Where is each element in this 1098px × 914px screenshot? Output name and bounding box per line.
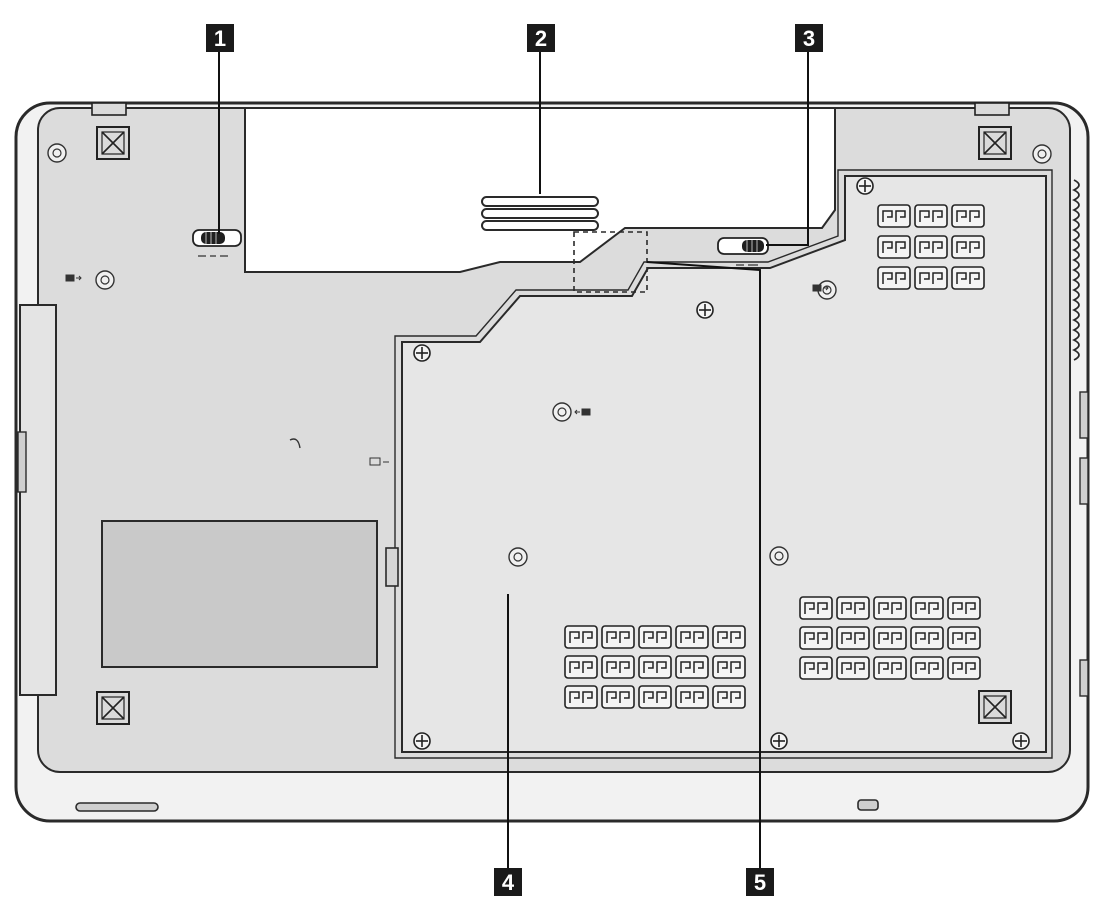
- engraved-markings: [65, 274, 829, 466]
- callout-5: 5: [746, 868, 774, 896]
- vent-grille-upper-right: [877, 204, 985, 290]
- battery-latch-spring-icon: [717, 237, 769, 266]
- rubber-foot-icon: [978, 690, 1012, 724]
- screw-boss-icon: [508, 547, 528, 567]
- rubber-foot-icon: [96, 126, 130, 160]
- screw-icon: [413, 344, 431, 362]
- foot-tab: [91, 102, 127, 116]
- rubber-foot-icon: [96, 691, 130, 725]
- battery-latch-manual-icon: [192, 229, 242, 257]
- callout-1-label: 1: [214, 26, 226, 51]
- callout-2-label: 2: [535, 26, 547, 51]
- callout-3-label: 3: [803, 26, 815, 51]
- screw-icon: [696, 301, 714, 319]
- callout-2: 2: [527, 24, 555, 52]
- optical-drive-edge: [19, 304, 57, 696]
- bottom-edge-slot: [75, 802, 159, 812]
- screw-boss-icon: [47, 143, 67, 163]
- screw-boss-icon: [769, 546, 789, 566]
- screw-boss-icon: [1032, 144, 1052, 164]
- optical-drive-button: [17, 431, 27, 493]
- foot-tab: [974, 102, 1010, 116]
- callout-3: 3: [795, 24, 823, 52]
- vent-grille-lower-center: [564, 625, 746, 709]
- callout-1: 1: [206, 24, 234, 52]
- callout-4: 4: [494, 868, 522, 896]
- label-area: [101, 520, 378, 668]
- screw-boss-icon: [552, 402, 572, 422]
- callout-leader-lines: [218, 52, 809, 868]
- callout-4-label: 4: [502, 870, 515, 895]
- screw-icon: [413, 732, 431, 750]
- compartment-cover-edge: [394, 169, 1053, 759]
- rubber-foot-icon: [978, 126, 1012, 160]
- cover-tab: [385, 547, 399, 587]
- callout-5-label: 5: [754, 870, 766, 895]
- right-edge-vents: [1071, 179, 1089, 697]
- screw-icon: [856, 177, 874, 195]
- battery-ridges: [481, 196, 599, 231]
- screw-boss-icon: [95, 270, 115, 290]
- vent-grille-lower-right: [799, 596, 981, 680]
- lock-slot-icon: [857, 799, 879, 811]
- screw-icon: [770, 732, 788, 750]
- screw-icon: [1012, 732, 1030, 750]
